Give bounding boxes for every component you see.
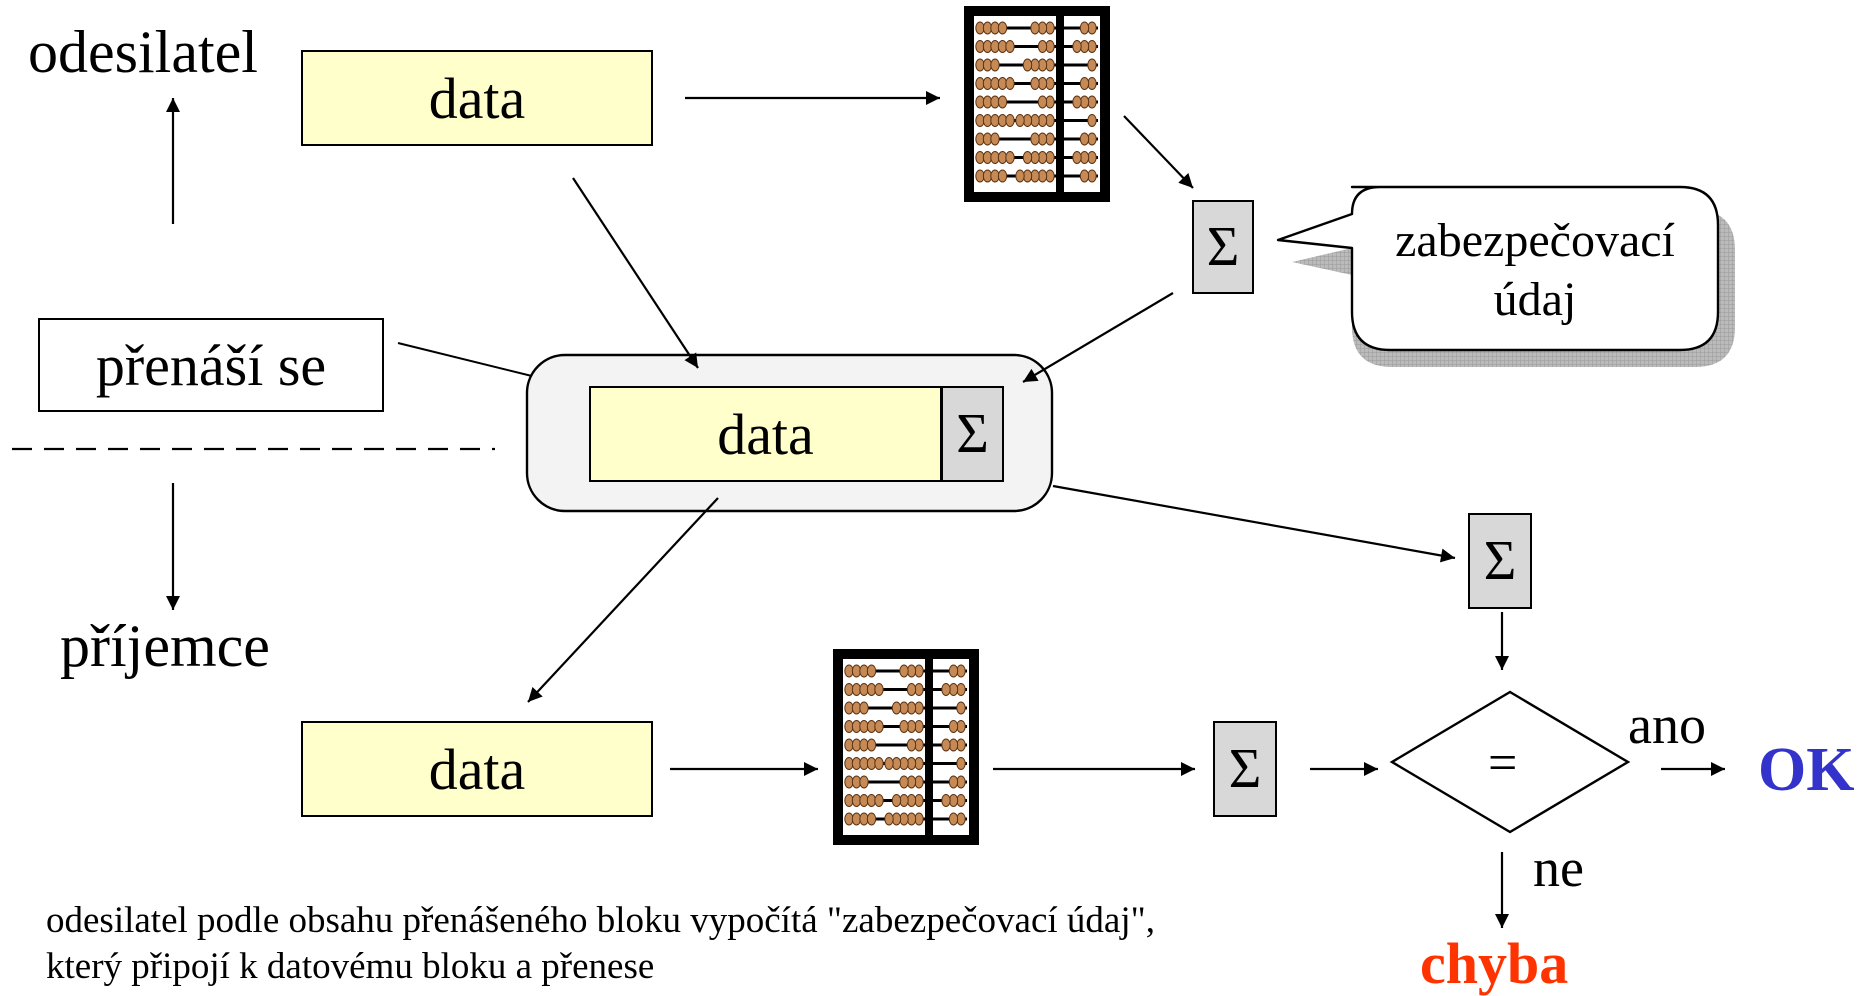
checksum-sender: Σ [1192, 200, 1254, 294]
arrow-sigma-to-packet [1022, 292, 1174, 383]
receiver-label: příjemce [60, 613, 270, 679]
abacus-icon-top [964, 6, 1110, 202]
arrow-packet-to-sigma-right [1052, 484, 1456, 563]
checksum-bubble-text: zabezpečovací údaj [1395, 214, 1675, 326]
transfers-pointer [397, 342, 541, 379]
data-block-packet: data [589, 386, 942, 482]
transfers-label: přenáší se [38, 318, 384, 412]
equals-sign: = [1488, 735, 1518, 792]
data-block-sender: data [301, 50, 653, 146]
compare-diamond [1389, 690, 1631, 834]
checksum-receiver: Σ [1213, 721, 1277, 817]
checksum-transmitted: Σ [1468, 513, 1532, 609]
arrow-packet-to-data-bottom [527, 497, 719, 703]
caption-line-1: odesilatel podle obsahu přenášeného blok… [46, 900, 1155, 941]
sender-label: odesilatel [28, 19, 258, 85]
arrow-data-to-packet [572, 177, 699, 369]
no-label: ne [1533, 838, 1584, 898]
arrow-abacus-to-sigma-top [1123, 115, 1194, 189]
error-result: chyba [1420, 931, 1569, 996]
yes-label: ano [1628, 695, 1706, 755]
bubble-body [1276, 185, 1720, 352]
data-block-receiver: data [301, 721, 653, 817]
ok-result: OK [1758, 736, 1855, 804]
caption-line-2: který připojí k datovému bloku a přenese [46, 946, 655, 988]
caption: odesilatel podle obsahu přenášeného blok… [46, 898, 1155, 991]
checksum-packet: Σ [941, 386, 1004, 482]
abacus-icon-bottom [833, 649, 979, 845]
